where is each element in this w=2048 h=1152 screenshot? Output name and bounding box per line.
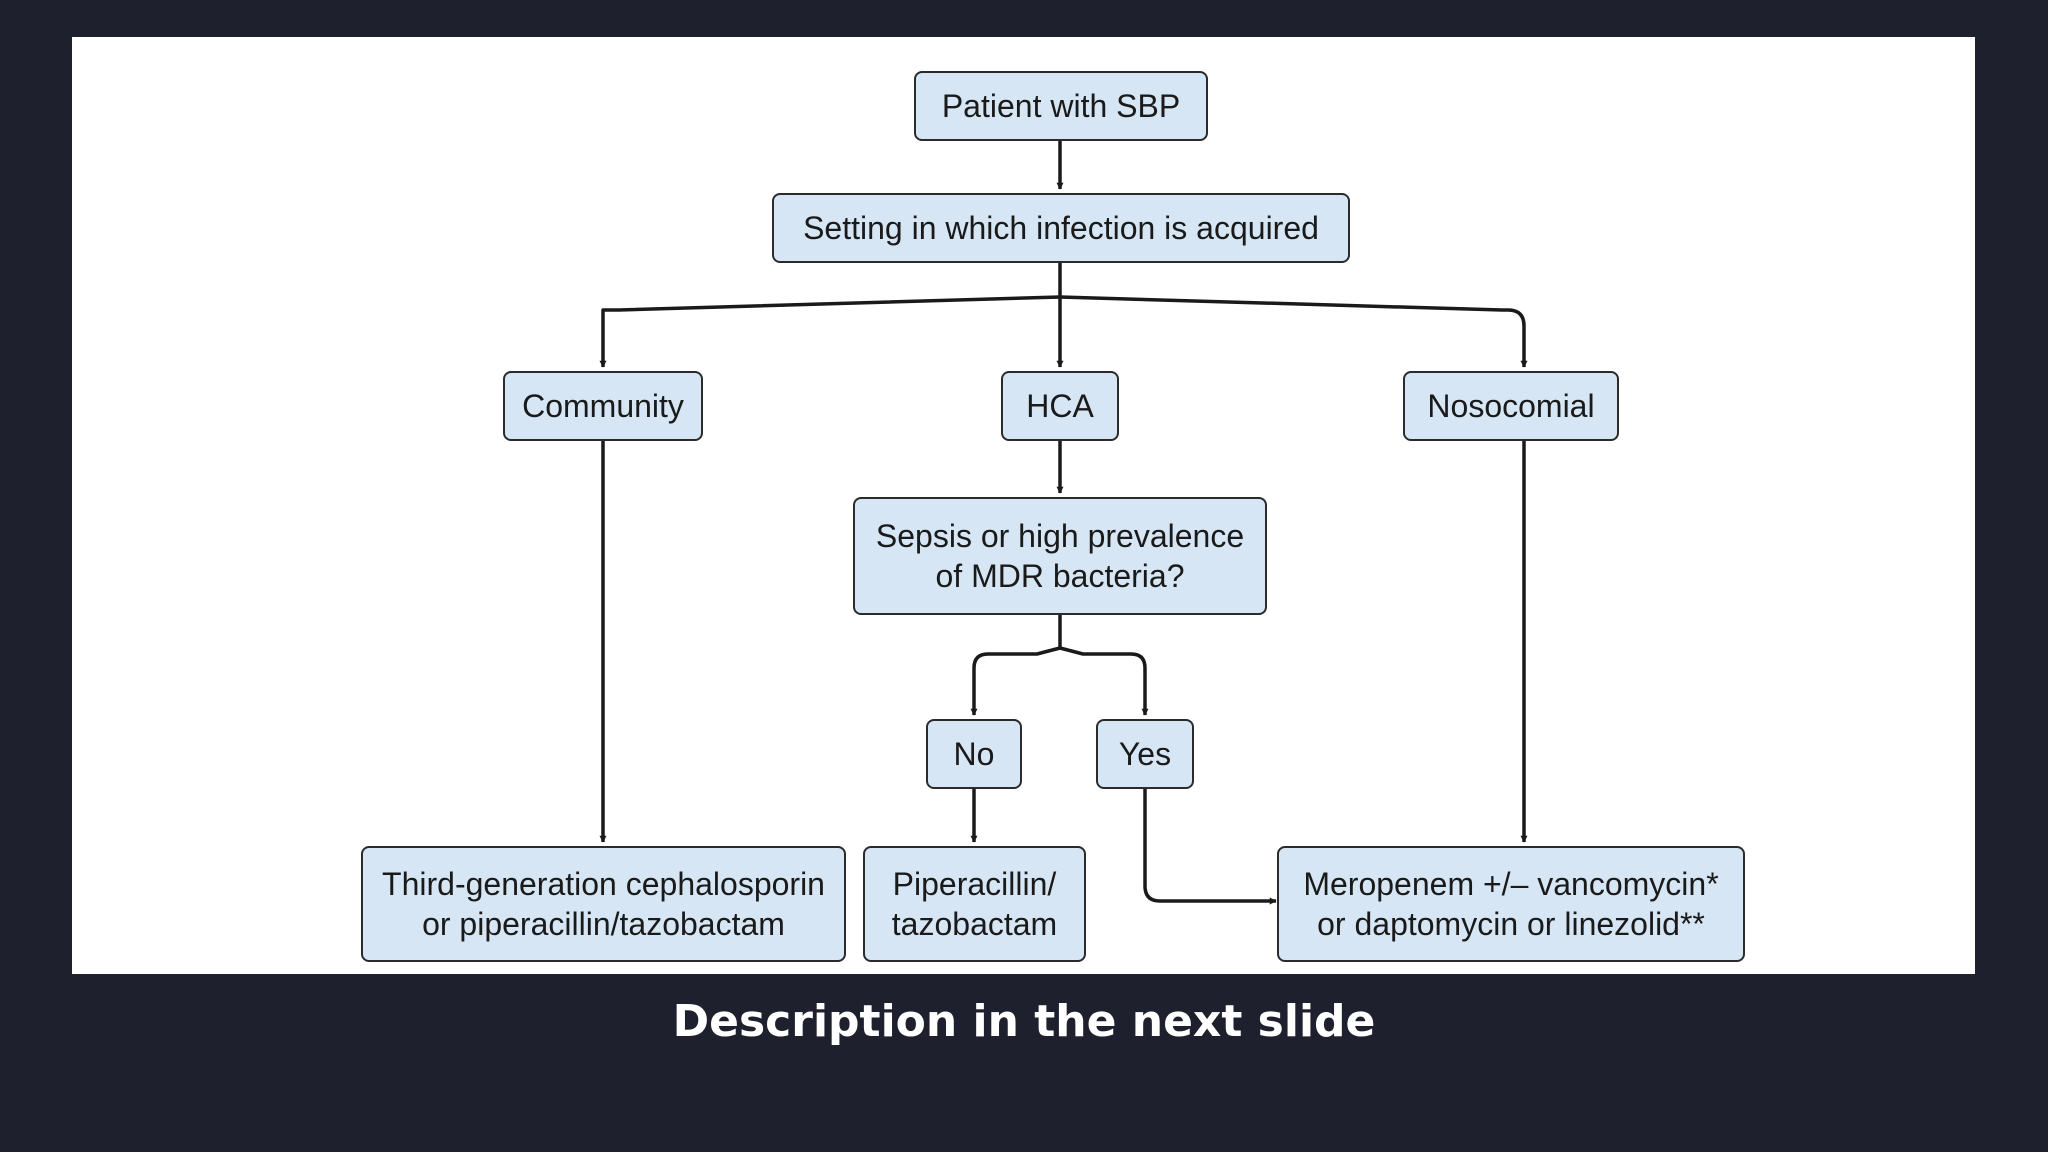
slide-caption: Description in the next slide <box>672 996 1376 1047</box>
node-yes: Yes <box>1096 719 1194 789</box>
node-patient-with-sbp: Patient with SBP <box>914 71 1208 141</box>
node-hca: HCA <box>1001 371 1119 441</box>
flowchart-panel: Patient with SBP Setting in which infect… <box>72 37 1975 974</box>
edge-setting-to-community <box>599 295 1061 368</box>
node-sepsis-question: Sepsis or high prevalence of MDR bacteri… <box>853 497 1267 615</box>
node-third-generation-cephalosporin: Third-generation cephalosporin or pipera… <box>361 846 846 962</box>
node-setting-infection-acquired: Setting in which infection is acquired <box>772 193 1350 263</box>
edge-sepsis-to-no <box>970 646 1061 716</box>
node-community: Community <box>503 371 703 441</box>
node-meropenem-regimen: Meropenem +/– vancomycin* or daptomycin … <box>1277 846 1745 962</box>
edge-sepsis-to-yes <box>1059 646 1149 716</box>
node-no: No <box>926 719 1022 789</box>
edge-yes-to-meropenem <box>1143 789 1277 905</box>
flowchart-connectors <box>599 141 1528 905</box>
node-piperacillin-tazobactam: Piperacillin/ tazobactam <box>863 846 1086 962</box>
node-nosocomial: Nosocomial <box>1403 371 1619 441</box>
edge-setting-to-nosocomial <box>1059 295 1528 368</box>
